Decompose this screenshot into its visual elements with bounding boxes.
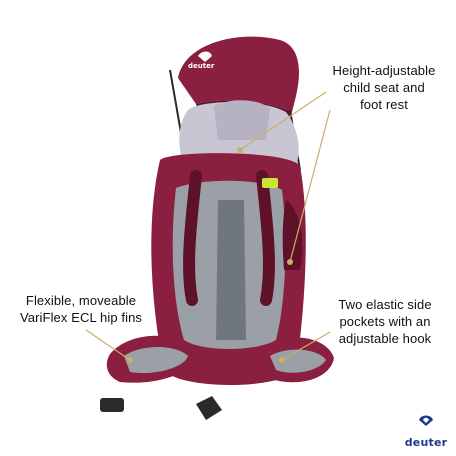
callout-line: child seat and [343, 80, 425, 95]
hip-fin-left-pad [124, 347, 188, 374]
shoulder-strap-left [183, 170, 202, 306]
seat-headrest [214, 100, 270, 140]
canopy-logo-icon [198, 51, 212, 62]
callout-line: Two elastic side [338, 297, 432, 312]
leader-dot-left [127, 357, 133, 363]
leader-dot-top [237, 147, 243, 153]
callout-line: foot rest [360, 97, 408, 112]
leader-dot-right [279, 357, 285, 363]
callout-line: pockets with an [339, 314, 431, 329]
leader-line-right [281, 331, 331, 361]
shoulder-strap-right [256, 170, 275, 306]
chest-buckle-accent [262, 178, 278, 188]
callout-line: Height-adjustable [332, 63, 436, 78]
side-pocket-right [282, 200, 303, 270]
brand-wordmark: deuter [404, 436, 448, 449]
callout-line: adjustable hook [338, 331, 432, 346]
back-center-channel [216, 200, 246, 340]
hip-buckle-center-icon [196, 396, 222, 420]
callout-hip-fins: Flexible, moveable VariFlex ECL hip fins [6, 292, 156, 326]
callout-side-pockets: Two elastic side pockets with an adjusta… [318, 296, 452, 347]
hip-fin-right-pad [270, 349, 326, 373]
leader-line-top-2 [289, 109, 331, 263]
hip-buckle-left [100, 398, 124, 412]
leader-line-top [239, 91, 327, 151]
brand-logo: deuter [400, 410, 452, 452]
deuter-logo-icon [419, 415, 433, 426]
canopy-wordmark: deuter [188, 62, 215, 70]
callout-line: VariFlex ECL hip fins [19, 310, 143, 325]
leader-line-left [85, 329, 131, 361]
leader-dot-top-2 [287, 259, 293, 265]
callout-seat-footrest: Height-adjustable child seat and foot re… [318, 62, 450, 113]
callout-line: Flexible, moveable [25, 293, 137, 308]
